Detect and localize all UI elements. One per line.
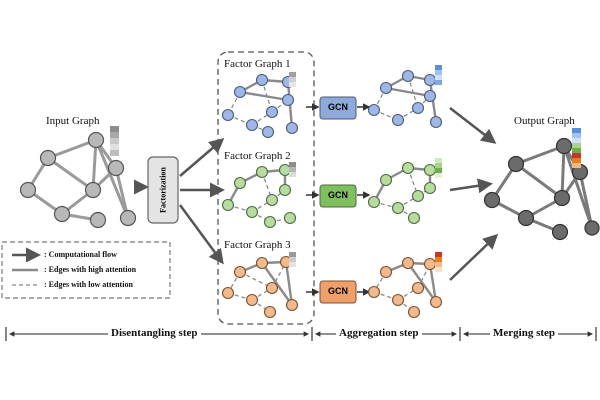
gcn-box-1	[319, 96, 357, 120]
legend-low-attention-label: : Edges with low attention	[44, 280, 133, 289]
aggregation-step-label: Aggregation step	[336, 327, 422, 339]
arrow-to-factor-3	[178, 204, 224, 265]
arrow-agg1-to-output	[449, 107, 497, 144]
arrow-to-factor-1	[179, 138, 225, 177]
factor-graph-1-label: Factor Graph 1	[224, 58, 291, 70]
input-graph-label: Input Graph	[46, 115, 100, 127]
factorization-box	[147, 156, 179, 224]
gcn-box-3	[319, 280, 357, 304]
aggregated-graph-3	[367, 252, 443, 319]
gcn-box-2	[319, 184, 357, 208]
arrow-agg2-to-output	[449, 178, 493, 194]
output-graph	[483, 128, 600, 241]
factor-graph-2	[221, 162, 297, 229]
aggregated-graph-2	[367, 158, 442, 225]
gcn-label-3: GCN	[328, 286, 348, 296]
disentangling-step-label: Disentangling step	[108, 327, 201, 339]
legend-flow-label: : Computational flow	[44, 250, 117, 259]
factorization-label: Factorization	[158, 167, 168, 213]
factor-graph-3	[221, 252, 299, 319]
factor-graphs-container	[217, 51, 315, 325]
aggregated-graph-1	[367, 65, 443, 129]
output-graph-label: Output Graph	[514, 115, 575, 127]
arrow-agg3-to-output	[449, 233, 499, 281]
merging-step-label: Merging step	[490, 327, 559, 339]
factor-graph-2-label: Factor Graph 2	[224, 150, 291, 162]
input-graph	[19, 126, 137, 229]
gcn-label-1: GCN	[328, 102, 348, 112]
gcn-label-2: GCN	[328, 190, 348, 200]
factor-graph-3-label: Factor Graph 3	[224, 239, 291, 251]
legend	[1, 241, 171, 299]
legend-high-attention-label: : Edges with high attention	[44, 265, 137, 274]
factor-graph-1	[221, 72, 299, 139]
